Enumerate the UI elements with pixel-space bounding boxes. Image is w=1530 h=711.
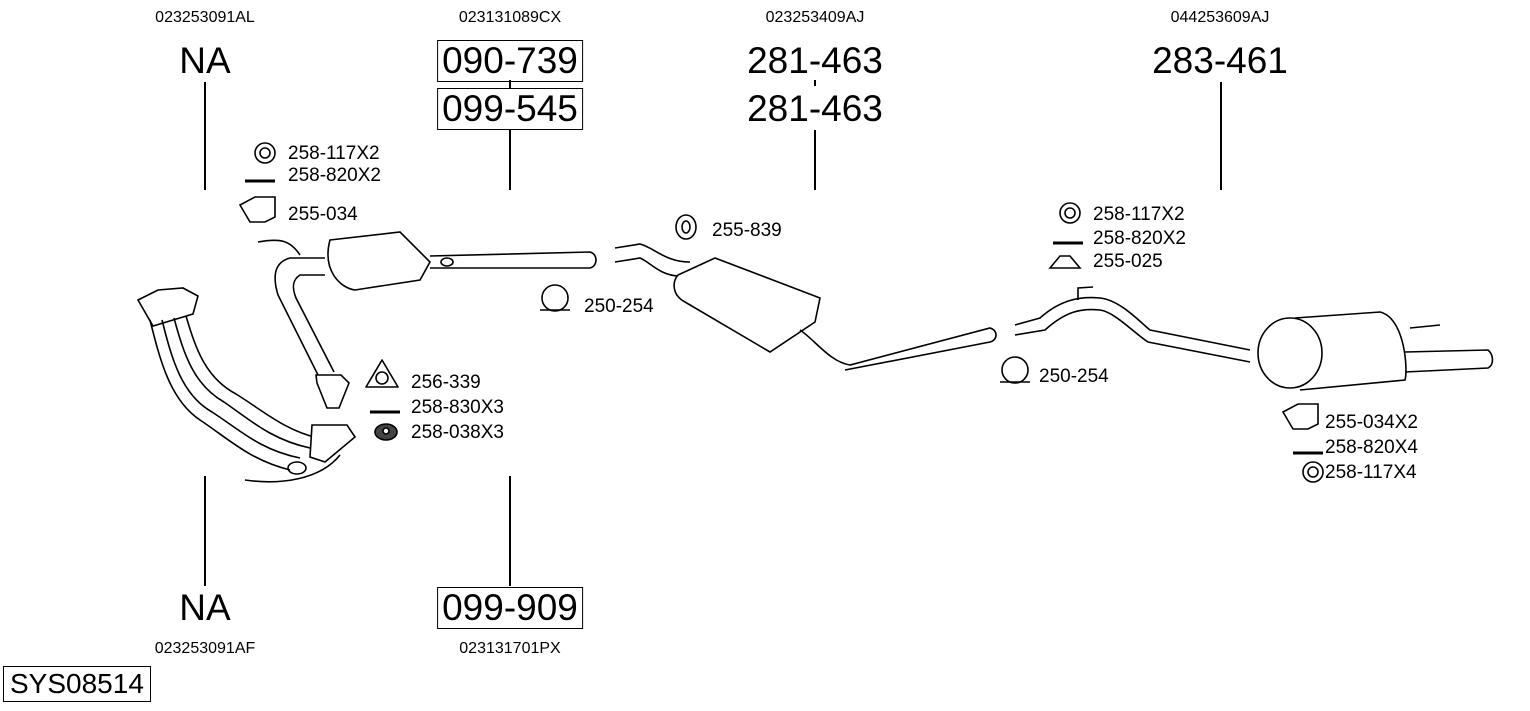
leader-line — [1220, 82, 1222, 190]
gasket-ring-icon — [1302, 461, 1324, 483]
leader-line — [509, 80, 511, 88]
fitting-number[interactable]: 250-254 — [1039, 366, 1109, 387]
part-number[interactable]: 281-463 — [747, 88, 883, 129]
fitting-number[interactable]: 255-839 — [712, 220, 782, 241]
fitting-number[interactable]: 258-117X2 — [1093, 204, 1185, 225]
fitting-number[interactable]: 250-254 — [584, 296, 654, 317]
oe-number: 044253609AJ — [1170, 9, 1270, 26]
leader-line — [204, 476, 206, 586]
rear-silencer — [1014, 286, 1494, 391]
rubber-mount-icon — [1048, 255, 1082, 269]
flange-gasket-icon — [365, 359, 399, 388]
middle-silencer — [614, 243, 997, 371]
rubber-hanger-icon — [1281, 403, 1319, 430]
fitting-number[interactable]: 255-034 — [288, 204, 358, 225]
system-id-label: SYS08514 — [3, 666, 151, 702]
oe-number: 023253091AF — [154, 640, 256, 657]
nut-icon — [374, 423, 398, 441]
oe-number: 023253409AJ — [765, 9, 865, 26]
fitting-number[interactable]: 255-025 — [1093, 251, 1163, 272]
hanger-ring-icon — [675, 214, 697, 240]
exhaust-manifold — [136, 287, 357, 483]
fitting-number[interactable]: 258-038X3 — [411, 422, 504, 443]
fitting-number[interactable]: 258-820X2 — [288, 165, 381, 186]
clamp-icon — [1000, 356, 1030, 384]
part-number[interactable]: 099-909 — [437, 587, 583, 629]
gasket-ring-icon — [1059, 202, 1081, 224]
leader-line — [509, 476, 511, 586]
fitting-number[interactable]: 256-339 — [411, 372, 481, 393]
leader-line — [509, 130, 511, 190]
part-number[interactable]: NA — [179, 587, 231, 628]
oe-number: 023253091AL — [155, 9, 255, 26]
fitting-number[interactable]: 258-117X2 — [288, 143, 380, 164]
fitting-number[interactable]: 255-034X2 — [1325, 412, 1418, 433]
part-number[interactable]: 090-739 — [437, 40, 583, 82]
part-number[interactable]: 281-463 — [747, 40, 883, 81]
fitting-number[interactable]: 258-117X4 — [1325, 462, 1417, 483]
leader-line — [814, 130, 816, 190]
oe-number: 023131701PX — [459, 640, 561, 657]
part-number[interactable]: NA — [179, 40, 231, 81]
rubber-hanger-icon — [238, 196, 276, 223]
part-number[interactable]: 283-461 — [1152, 40, 1288, 81]
fitting-number[interactable]: 258-830X3 — [411, 397, 504, 418]
fitting-number[interactable]: 258-820X4 — [1325, 437, 1418, 458]
catalytic-converter — [257, 231, 597, 409]
clamp-icon — [540, 284, 570, 312]
part-number[interactable]: 099-545 — [437, 88, 583, 130]
oe-number: 023131089CX — [458, 9, 562, 26]
leader-line — [814, 80, 816, 86]
gasket-ring-icon — [254, 142, 276, 164]
leader-line — [204, 82, 206, 190]
fitting-number[interactable]: 258-820X2 — [1093, 228, 1186, 249]
